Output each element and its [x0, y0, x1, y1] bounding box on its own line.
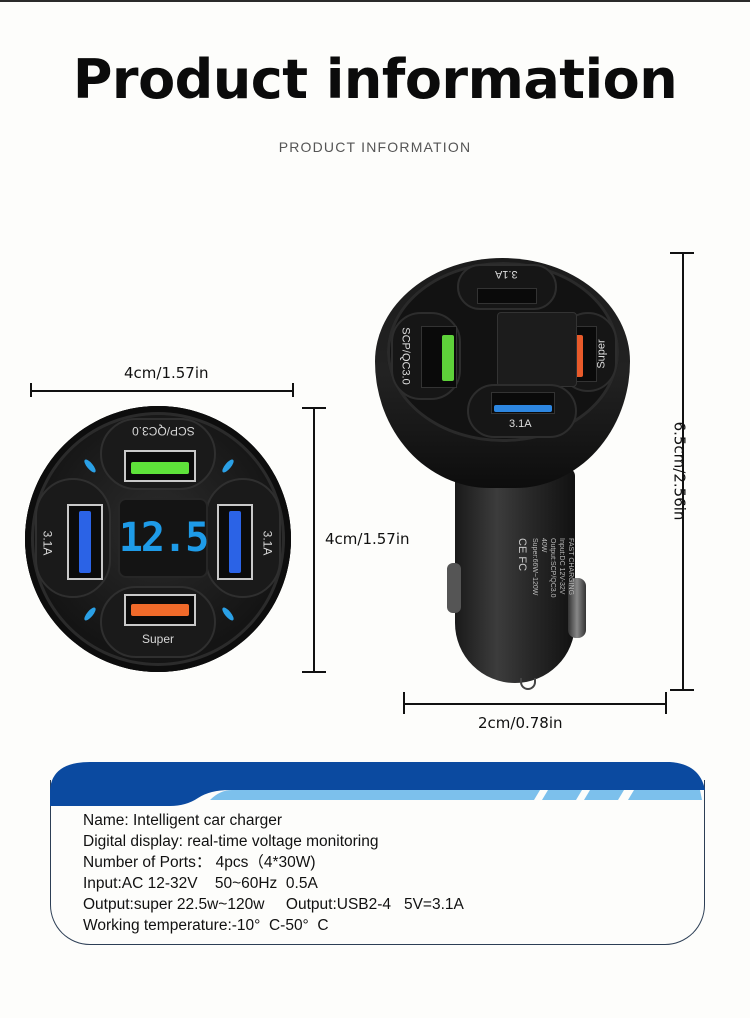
voltage-display: 12.5: [118, 498, 209, 578]
port-pod-top: SCP/QC3.0: [100, 418, 216, 490]
port-label-left: 3.1A: [40, 530, 55, 556]
front-height-line: [313, 408, 315, 672]
side-usb-port-left: [421, 326, 457, 388]
spring-clip-left: [447, 563, 461, 613]
plug-tip: [520, 678, 536, 690]
side-width-line: [404, 703, 666, 705]
side-display: [497, 312, 577, 387]
spec-name: Name: Intelligent car charger: [83, 812, 283, 829]
port-label-top: SCP/QC3.0: [132, 424, 195, 438]
front-width-tick-right: [292, 383, 294, 397]
spec-display: Digital display: real-time voltage monit…: [83, 833, 379, 850]
charger-front-view: SCP/QC3.0 3.1A 3.1A Super 12.5: [25, 406, 291, 672]
side-port-label-top: 3.1A: [495, 268, 518, 280]
usb-port-bottom: [124, 594, 196, 626]
side-pod-left: SCP/QC3.0: [391, 312, 461, 400]
specs-card: Name: Intelligent car charger Digital di…: [50, 760, 705, 945]
page-subtitle: PRODUCT INFORMATION: [278, 139, 472, 155]
front-width-tick-left: [30, 383, 32, 397]
spec-temperature: Working temperature:-10° C-50° C: [83, 917, 329, 934]
led-indicator-top-right: [220, 457, 236, 475]
front-height-tick-top: [302, 407, 326, 409]
front-height-tick-bottom: [302, 671, 326, 673]
side-height-label: 6.5cm/2.56in: [670, 421, 689, 521]
port-pod-right: 3.1A: [205, 478, 281, 598]
usb-port-bottom-insert: [131, 604, 189, 616]
voltage-display-value: 12.5: [118, 515, 209, 561]
side-height-tick-bottom: [670, 689, 694, 691]
ce-mark: CE: [516, 538, 528, 554]
charger-head: 3.1A SCP/QC3.0 Super 3.1A: [375, 258, 630, 488]
spec-input: Input:AC 12-32V 50~60Hz 0.5A: [83, 875, 318, 892]
usb-port-right-insert: [229, 511, 241, 573]
fc-mark: FC: [516, 556, 528, 572]
side-width-tick-left: [403, 692, 405, 714]
specs-list: Name: Intelligent car charger Digital di…: [83, 810, 464, 936]
side-port-label-right: Super: [595, 339, 608, 369]
port-pod-bottom: Super: [100, 586, 216, 658]
body-print: FAST CHARGING Input:DC 12V-32V Output:SC…: [516, 538, 574, 598]
side-port-label-left: SCP/QC3.0: [399, 327, 412, 385]
charger-side-view: FAST CHARGING Input:DC 12V-32V Output:SC…: [375, 258, 635, 690]
usb-port-top-insert: [131, 462, 189, 474]
led-indicator-bottom-left: [82, 605, 98, 623]
side-usb-port-bottom: [491, 392, 555, 414]
side-usb-port-top: [477, 288, 537, 304]
usb-port-right: [217, 504, 253, 580]
front-height-label: 4cm/1.57in: [325, 530, 410, 548]
side-pod-top: 3.1A: [457, 264, 557, 310]
front-width-label: 4cm/1.57in: [124, 364, 209, 382]
port-label-bottom: Super: [142, 632, 175, 646]
side-width-tick-right: [665, 692, 667, 714]
top-border: [0, 0, 750, 2]
usb-port-top: [124, 450, 196, 482]
side-height-line: [682, 253, 684, 690]
specs-card-header-banner: [50, 762, 705, 806]
side-port-label-bottom: 3.1A: [509, 418, 532, 430]
port-pod-left: 3.1A: [35, 478, 111, 598]
page-title: Product information: [72, 48, 678, 111]
usb-port-left-insert: [79, 511, 91, 573]
led-indicator-top-left: [82, 457, 98, 475]
side-height-tick-top: [670, 252, 694, 254]
side-pod-bottom: 3.1A: [467, 384, 577, 438]
port-label-right: 3.1A: [260, 530, 275, 556]
spring-clip-right: [568, 578, 586, 638]
side-width-label: 2cm/0.78in: [478, 714, 563, 732]
spec-output: Output:super 22.5w~120w Output:USB2-4 5V…: [83, 896, 464, 913]
spec-ports: Number of Ports： 4pcs（4*30W): [83, 854, 316, 871]
led-indicator-bottom-right: [220, 605, 236, 623]
specs-card-frame: [50, 780, 705, 945]
charger-face: 3.1A SCP/QC3.0 Super 3.1A: [387, 262, 619, 442]
usb-port-left: [67, 504, 103, 580]
front-width-line: [31, 390, 293, 392]
charger-plug-body: [455, 468, 575, 683]
